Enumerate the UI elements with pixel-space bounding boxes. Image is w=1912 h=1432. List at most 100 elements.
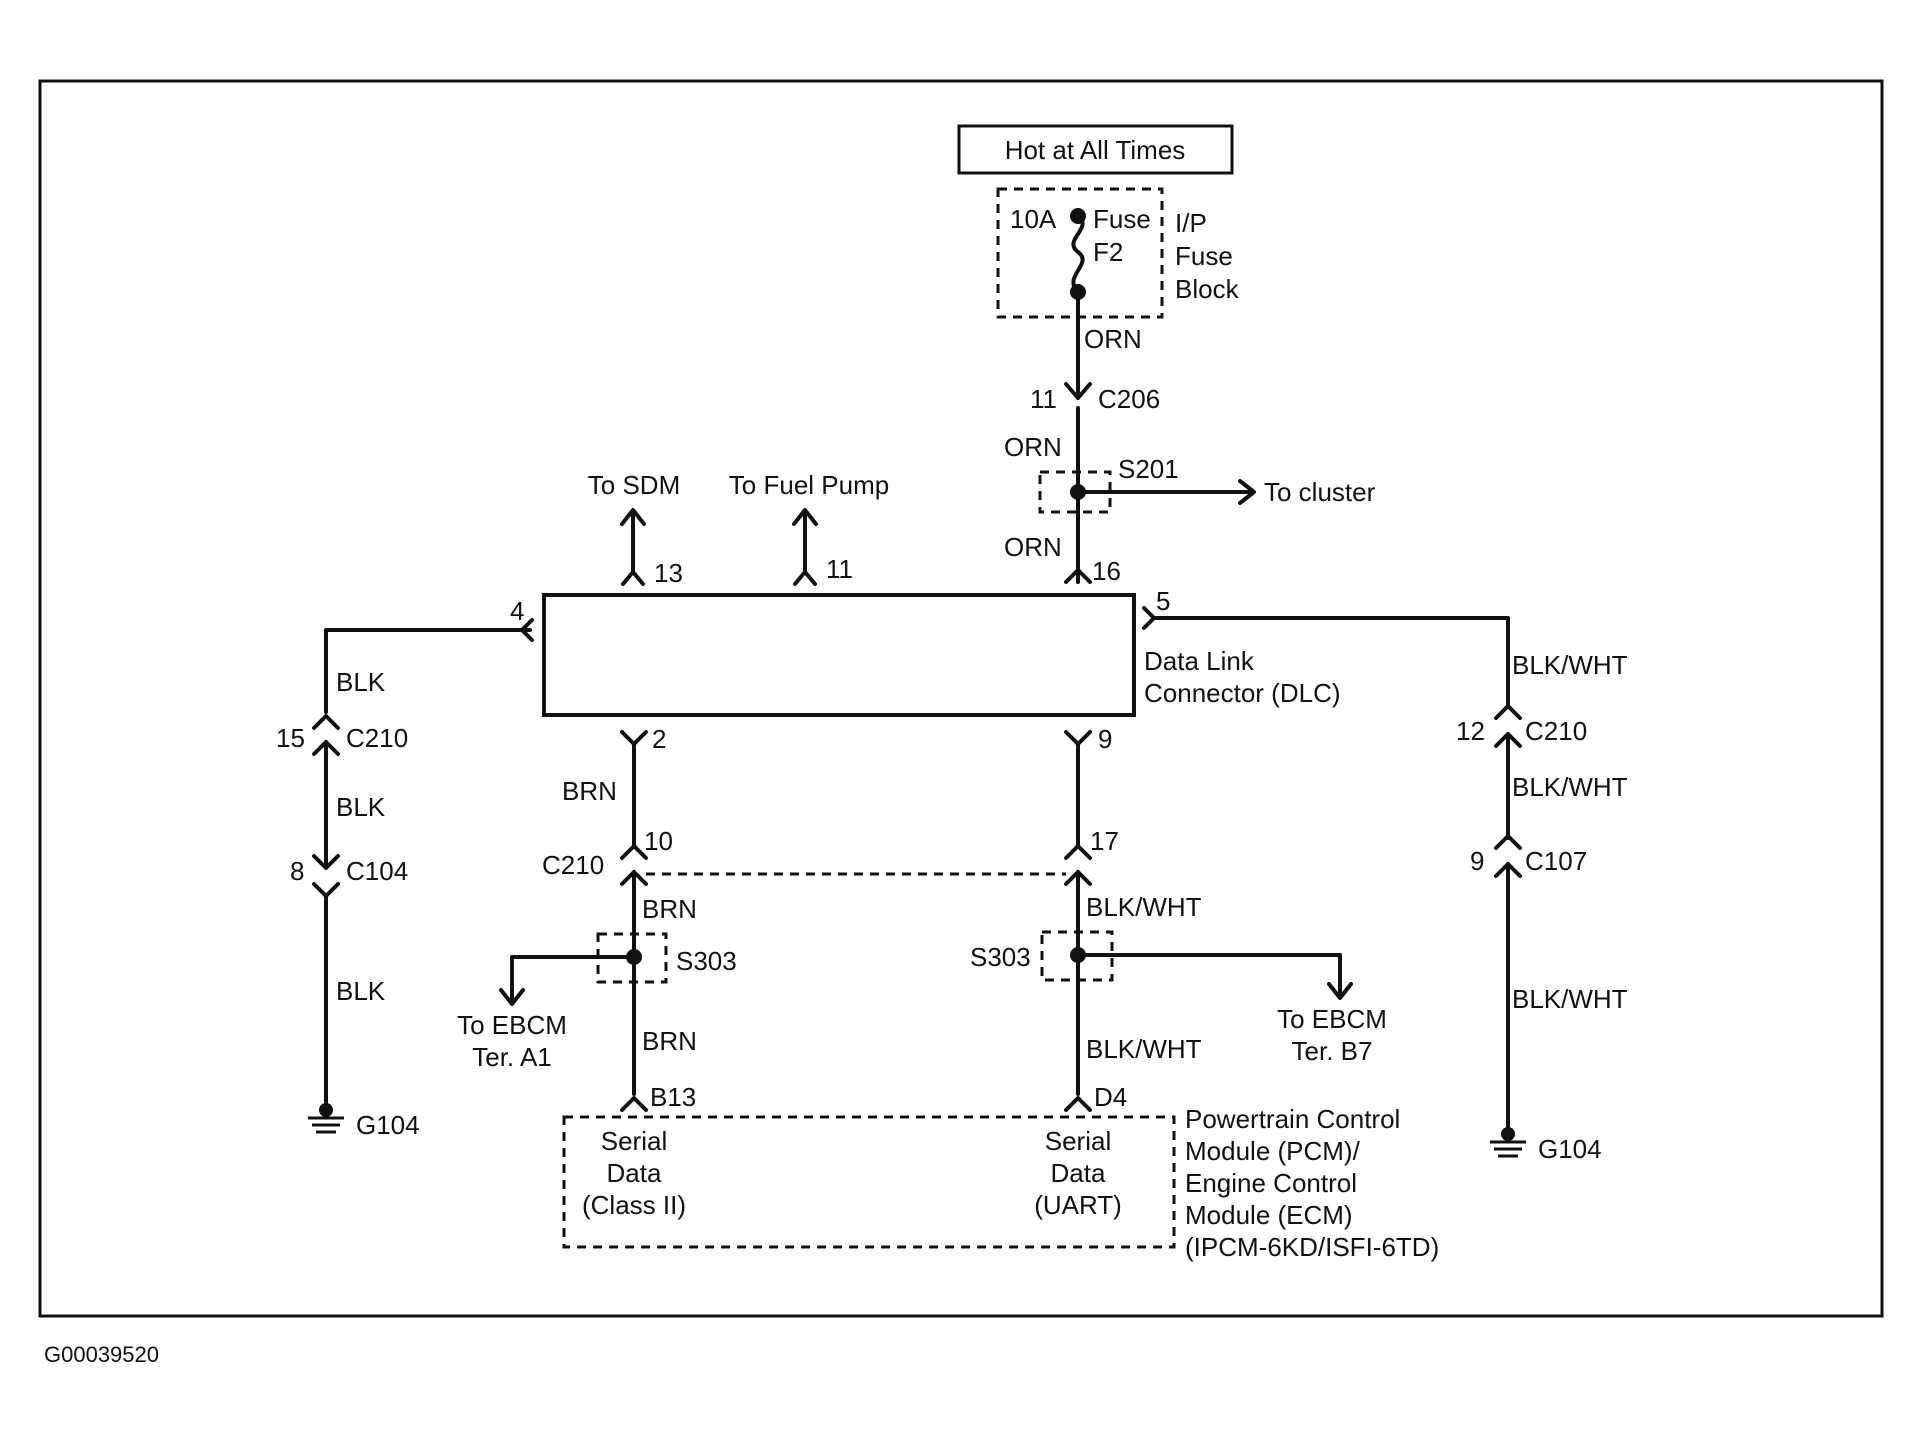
s303-left-label: S303 [676, 946, 737, 976]
fuel-pump-branch: To Fuel Pump 11 [729, 470, 889, 586]
pcm-d4-symbol [1064, 1096, 1092, 1112]
c210-label-left: C210 [346, 723, 408, 753]
s201-splice-box [1038, 470, 1112, 514]
c107-pin-9: 9 [1470, 846, 1484, 876]
to-cluster-label: To cluster [1264, 477, 1376, 507]
pcm-class2-line3: (Class II) [582, 1190, 686, 1220]
to-ebcm-a1-line2: Ter. A1 [472, 1042, 552, 1072]
c210-pin-15: 15 [276, 723, 305, 753]
wire-color-blk-3: BLK [336, 976, 386, 1006]
figure-id: G00039520 [44, 1342, 159, 1367]
c210-pin-12: 12 [1456, 716, 1485, 746]
c210-pin15-symbol [312, 714, 340, 730]
c104-label: C104 [346, 856, 408, 886]
fuse-block-name-1: I/P [1175, 208, 1207, 238]
ebcm-b7-arrow [1327, 982, 1353, 1000]
dlc-pin-9: 9 [1098, 724, 1112, 754]
blk-wht-ground-circuit: 5 BLK/WHT 12 C210 BLK/WHT 9 C107 BLK/WHT… [1142, 586, 1628, 1164]
dlc-pin-5: 5 [1156, 586, 1170, 616]
c206-label: C206 [1098, 384, 1160, 414]
blk-wht-uart-circuit: 9 17 BLK/WHT S303 To EBCM Ter. B7 BLK/WH… [970, 724, 1387, 1112]
dlc-pin4-symbol [520, 618, 534, 642]
wire-color-blk-wht-1: BLK/WHT [1512, 650, 1628, 680]
cluster-arrow [1238, 479, 1256, 505]
wire-color-brn-3: BRN [642, 1026, 697, 1056]
pcm-name-4: Module (ECM) [1185, 1200, 1353, 1230]
ebcm-a1-arrow [499, 988, 525, 1006]
s201-label: S201 [1118, 454, 1179, 484]
pcm-module: Serial Data (Class II) Serial Data (UART… [562, 1104, 1439, 1262]
s303-right-splice-box [1040, 930, 1114, 982]
to-ebcm-b7-line1: To EBCM [1277, 1004, 1387, 1034]
power-source: Hot at All Times [957, 124, 1234, 175]
pcm-name-5: (IPCM-6KD/ISFI-6TD) [1185, 1232, 1439, 1262]
c210-pin-10: 10 [644, 826, 673, 856]
c210-pin12-symbol [1494, 704, 1522, 720]
c206-connector-symbol [1064, 382, 1092, 400]
ground-g104-left-dot [319, 1103, 333, 1117]
c210-pin10-symbol [620, 844, 648, 860]
orn-circuit: ORN 11 C206 ORN S201 To cluster ORN 16 [1004, 290, 1376, 586]
dlc-pin-2: 2 [652, 724, 666, 754]
hot-at-all-times-label: Hot at All Times [1005, 135, 1186, 165]
fuse-label: Fuse [1093, 204, 1151, 234]
ground-g104-right-dot [1501, 1127, 1515, 1141]
pcm-uart-line3: (UART) [1034, 1190, 1122, 1220]
ground-icon [1490, 1140, 1526, 1158]
pcm-class2-line2: Data [607, 1158, 662, 1188]
ground-g104-right-label: G104 [1538, 1134, 1602, 1164]
pcm-pin-d4: D4 [1094, 1082, 1127, 1112]
dlc-pin16-symbol [1064, 568, 1092, 584]
c107-pin9-symbol [1494, 834, 1522, 850]
pcm-uart-line2: Data [1051, 1158, 1106, 1188]
wire-color-blk-wht-3: BLK/WHT [1512, 984, 1628, 1014]
hot-at-all-times-box [957, 124, 1234, 175]
dlc-pin-16: 16 [1092, 556, 1121, 586]
wire-color-brn-1: BRN [562, 776, 617, 806]
c104-pin-8: 8 [290, 856, 304, 886]
to-fuel-pump-label: To Fuel Pump [729, 470, 889, 500]
c104-pin8-arrow [312, 854, 340, 870]
pcm-uart-line1: Serial [1045, 1126, 1111, 1156]
c210-label-center: C210 [542, 850, 604, 880]
c210-pin17-symbol [1064, 844, 1092, 860]
dlc-name-2: Connector (DLC) [1144, 678, 1341, 708]
fuse-id: F2 [1093, 237, 1123, 267]
c206-pin-11: 11 [1030, 384, 1057, 414]
ground-icon [308, 1116, 344, 1134]
to-sdm-label: To SDM [588, 470, 680, 500]
fuse-block-name-3: Block [1175, 274, 1240, 304]
brn-class2-circuit: 2 BRN 10 C210 BRN S303 To EBCM Ter. A1 B… [457, 724, 737, 1112]
wire-color-orn-2: ORN [1004, 432, 1062, 462]
dlc-pin-13: 13 [654, 558, 683, 588]
pcm-name-2: Module (PCM)/ [1185, 1136, 1361, 1166]
dlc: Data Link Connector (DLC) [542, 593, 1341, 717]
diagram-frame [38, 79, 1884, 1318]
wire-color-orn-3: ORN [1004, 532, 1062, 562]
to-ebcm-a1-line1: To EBCM [457, 1010, 567, 1040]
wire-color-brn-2: BRN [642, 894, 697, 924]
c210-pin-17: 17 [1090, 826, 1119, 856]
fuse-block-name-2: Fuse [1175, 241, 1233, 271]
fuse-element [1071, 214, 1085, 294]
pcm-outline [562, 1115, 1176, 1249]
c107-label: C107 [1525, 846, 1587, 876]
wire-color-blk-1: BLK [336, 667, 386, 697]
wire-color-blk-wht-4: BLK/WHT [1086, 892, 1202, 922]
s303-right-label: S303 [970, 942, 1031, 972]
dlc-body [542, 593, 1136, 717]
dlc-pin-11: 11 [826, 554, 853, 584]
pcm-class2-line1: Serial [601, 1126, 667, 1156]
pcm-b13-symbol [620, 1096, 648, 1112]
wire-color-blk-wht-2: BLK/WHT [1512, 772, 1628, 802]
dlc-name-1: Data Link [1144, 646, 1255, 676]
fuel-pump-arrow [792, 508, 818, 526]
sdm-branch: To SDM 13 [588, 470, 683, 588]
fuse-rating: 10A [1010, 204, 1057, 234]
dlc-pin-4: 4 [510, 596, 524, 626]
fuse-block: 10A Fuse F2 I/P Fuse Block [996, 187, 1240, 319]
pcm-pin-b13: B13 [650, 1082, 696, 1112]
pcm-name-1: Powertrain Control [1185, 1104, 1400, 1134]
ground-g104-left-label: G104 [356, 1110, 420, 1140]
